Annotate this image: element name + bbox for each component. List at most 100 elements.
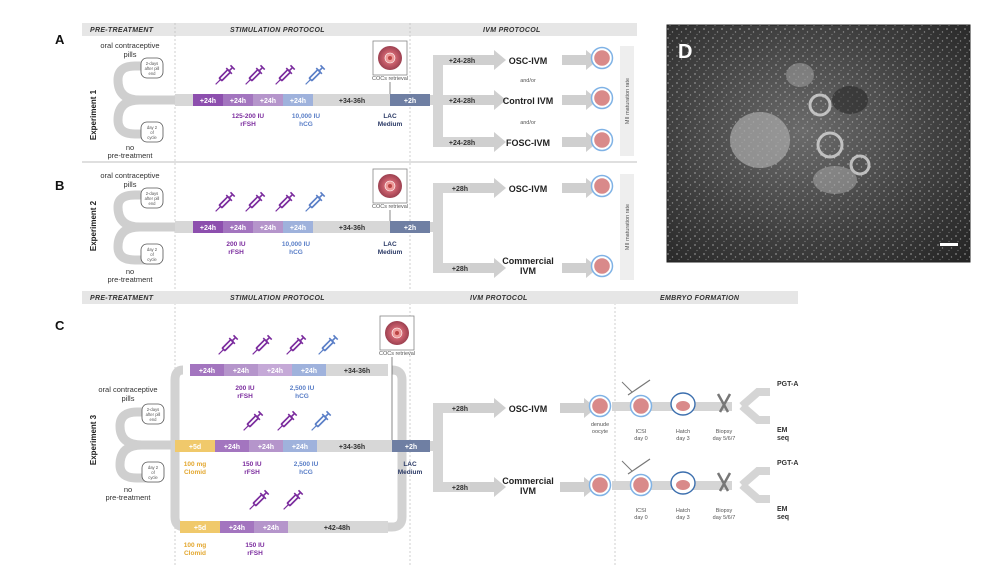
dose-hcg-b: 10,000 IU (282, 241, 310, 248)
header-ivm-a: IVM PROTOCOL (483, 27, 541, 34)
coc-cluster-icon (380, 316, 414, 350)
syringe-icon (273, 65, 296, 88)
tl-c3-2: +24h (263, 525, 279, 532)
timeline-c-row2: +5d +24h +24h +24h +34-36h +2h (175, 440, 430, 452)
tl-c1-1: +24h (199, 368, 215, 375)
bubble-b-top-3: end (149, 201, 157, 206)
experiment-3-label: Experiment 3 (89, 414, 98, 465)
syringe-icon (275, 411, 298, 434)
cumulus-mass-1 (730, 112, 790, 168)
syringe-icon (250, 335, 273, 358)
tl-b-3: +24h (260, 225, 276, 232)
icsi-2a: ICSI (636, 508, 647, 514)
icsi-1b: day 0 (634, 436, 647, 442)
biopsy-2b: day 5/6/7 (713, 515, 736, 521)
tl-a-3: +24h (260, 98, 276, 105)
tl-c3-3: +42-48h (324, 525, 350, 532)
lac-a-2: Medium (378, 121, 403, 128)
syringe-icon (316, 335, 339, 358)
syringe-icon (273, 192, 296, 215)
header-stimulation-c: STIMULATION PROTOCOL (230, 295, 325, 302)
panel-label-a: A (55, 32, 65, 47)
timeline-c-row3: +5d +24h +24h +42-48h (180, 521, 388, 533)
header-stimulation-a: STIMULATION PROTOCOL (230, 27, 325, 34)
tl-c1-5: +34-36h (344, 368, 370, 375)
syringe-icon (243, 192, 266, 215)
hatching-embryo-core (676, 480, 690, 490)
andor-a-1: and/or (520, 78, 536, 84)
syringes-c1 (216, 335, 339, 358)
oocyte-icon (590, 396, 611, 417)
syringes-c2 (241, 411, 332, 434)
osc-ivm-a: OSC-IVM (509, 56, 548, 66)
bubble-a-top-3: end (149, 71, 157, 76)
rfsh-c3: rFSH (247, 550, 263, 557)
coc-cluster-icon (373, 169, 407, 203)
fosc-ivm-a: FOSC-IVM (506, 138, 550, 148)
pretreatment-a: oral contraceptive pills 2-days after pi… (100, 41, 175, 160)
dose-fsh-b: 200 IU (226, 241, 245, 248)
hatch-1a: Hatch (676, 429, 690, 435)
micrograph-panel-d: D (667, 25, 970, 262)
oral-pills-a-2: pills (124, 50, 137, 59)
no-pretreatment-a-2: pre-treatment (107, 151, 153, 160)
commercial-c-1: Commercial (502, 476, 554, 486)
branch-down-1 (742, 406, 770, 420)
clomid-dose-c2: 100 mg (184, 461, 206, 468)
panel-label-d: D (678, 41, 692, 63)
scale-bar (940, 243, 958, 246)
branch-up-1 (742, 392, 770, 406)
rfsh-a: rFSH (240, 121, 256, 128)
tl-c2-4: +34-36h (339, 444, 365, 451)
syringe-icon (213, 65, 236, 88)
oocyte-icon (592, 256, 613, 277)
hatching-embryo-core (676, 401, 690, 411)
icsi-1a: ICSI (636, 429, 647, 435)
syringe-icon (303, 192, 326, 215)
panel-label-c: C (55, 318, 65, 333)
syringe-icon (303, 65, 326, 88)
tl-b-4: +24h (290, 225, 306, 232)
ivm-time-b-1: +28h (452, 186, 468, 193)
oocyte-icon (631, 475, 652, 496)
tl-c1-4: +24h (301, 368, 317, 375)
header-bar-c: PRE-TREATMENT STIMULATION PROTOCOL IVM P… (82, 291, 798, 304)
icsi-needle (622, 382, 632, 392)
header-ivm-c: IVM PROTOCOL (470, 295, 528, 302)
ivm-time-b-2: +28h (452, 266, 468, 273)
tl-a-6: +2h (404, 98, 416, 105)
embryo-row-2: ICSI day 0 Hatch day 3 Biopsy day 5/6/7 … (612, 459, 798, 521)
tl-b-6: +2h (404, 225, 416, 232)
emseq-1b: seq (777, 435, 789, 442)
tl-c2-5: +2h (405, 444, 417, 451)
lac-c-1: LAC (403, 461, 417, 468)
tl-c2-1: +24h (224, 444, 240, 451)
timeline-b: +24h +24h +24h +24h +34-36h +2h (175, 221, 430, 233)
maturation-label-b: MII maturation rate (625, 204, 631, 250)
hatch-2b: day 3 (676, 515, 689, 521)
header-embryo-c: EMBRYO FORMATION (660, 295, 740, 302)
hcg-c2: hCG (299, 469, 313, 476)
clomid-c3: Clomid (184, 550, 206, 557)
experiment-2-label: Experiment 2 (89, 200, 98, 251)
coc-retrieval-a: COCs retrieval (372, 76, 408, 82)
pgta-1: PGT-A (777, 381, 798, 388)
bubble-a-bot-3: cycle (147, 135, 157, 140)
emseq-1a: EM (777, 427, 788, 434)
biopsy-1a: Biopsy (716, 429, 733, 435)
tl-b-5: +34-36h (339, 225, 365, 232)
dose-fsh-a: 125-200 IU (232, 113, 264, 120)
osc-ivm-b: OSC-IVM (509, 184, 548, 194)
icsi-pipette (628, 380, 650, 395)
ivm-branches-b: +28h +28h (430, 178, 506, 278)
tl-c3-1: +24h (229, 525, 245, 532)
panel-label-b: B (55, 178, 64, 193)
tl-c2-0: +5d (189, 444, 201, 451)
coc-cluster-icon (373, 41, 407, 75)
oral-pills-b-2: pills (124, 180, 137, 189)
syringe-icon (241, 411, 264, 434)
coc-retrieval-b: COCs retrieval (372, 204, 408, 210)
coc-retrieval-c: COCs retrieval (379, 351, 415, 357)
oocyte-icon (592, 176, 613, 197)
syringe-icon (281, 490, 304, 513)
